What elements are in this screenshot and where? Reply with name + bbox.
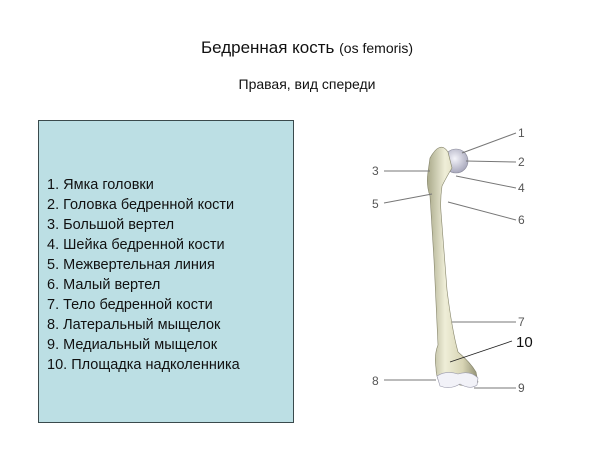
label-5: 5 bbox=[372, 197, 379, 211]
legend-item: 8. Латеральный мыщелок bbox=[47, 317, 221, 333]
label-1: 1 bbox=[518, 126, 525, 140]
legend-item: 4. Шейка бедренной кости bbox=[47, 237, 225, 253]
legend-item: 10. Площадка надколенника bbox=[47, 357, 240, 373]
label-3: 3 bbox=[372, 164, 379, 178]
legend-list: 1. Ямка головки 2. Головка бедренной кос… bbox=[47, 175, 240, 375]
title-ru: Бедренная кость bbox=[200, 38, 335, 57]
label-7: 7 bbox=[518, 315, 525, 329]
condyles bbox=[436, 372, 479, 388]
legend-item: 3. Большой вертел bbox=[47, 217, 175, 233]
femur-shaft bbox=[427, 146, 479, 386]
legend-item: 9. Медиальный мыщелок bbox=[47, 337, 218, 353]
legend-item: 5. Межвертельная линия bbox=[47, 257, 215, 273]
legend-item: 7. Тело бедренной кости bbox=[47, 297, 213, 313]
legend-box: 1. Ямка головки 2. Головка бедренной кос… bbox=[38, 120, 294, 423]
title-latin: (os femoris) bbox=[339, 40, 414, 56]
legend-item: 2. Головка бедренной кости bbox=[47, 197, 235, 213]
label-6: 6 bbox=[518, 213, 525, 227]
label-8: 8 bbox=[372, 374, 379, 388]
label-10: 10 bbox=[516, 334, 533, 351]
label-2: 2 bbox=[518, 155, 525, 169]
page-subtitle: Правая, вид спереди bbox=[238, 76, 376, 92]
legend-item: 1. Ямка головки bbox=[47, 177, 154, 193]
legend-item: 6. Малый вертел bbox=[47, 277, 161, 293]
page-title: Бедренная кость (os femoris) bbox=[0, 38, 600, 58]
label-9: 9 bbox=[518, 381, 525, 395]
label-4: 4 bbox=[518, 181, 525, 195]
